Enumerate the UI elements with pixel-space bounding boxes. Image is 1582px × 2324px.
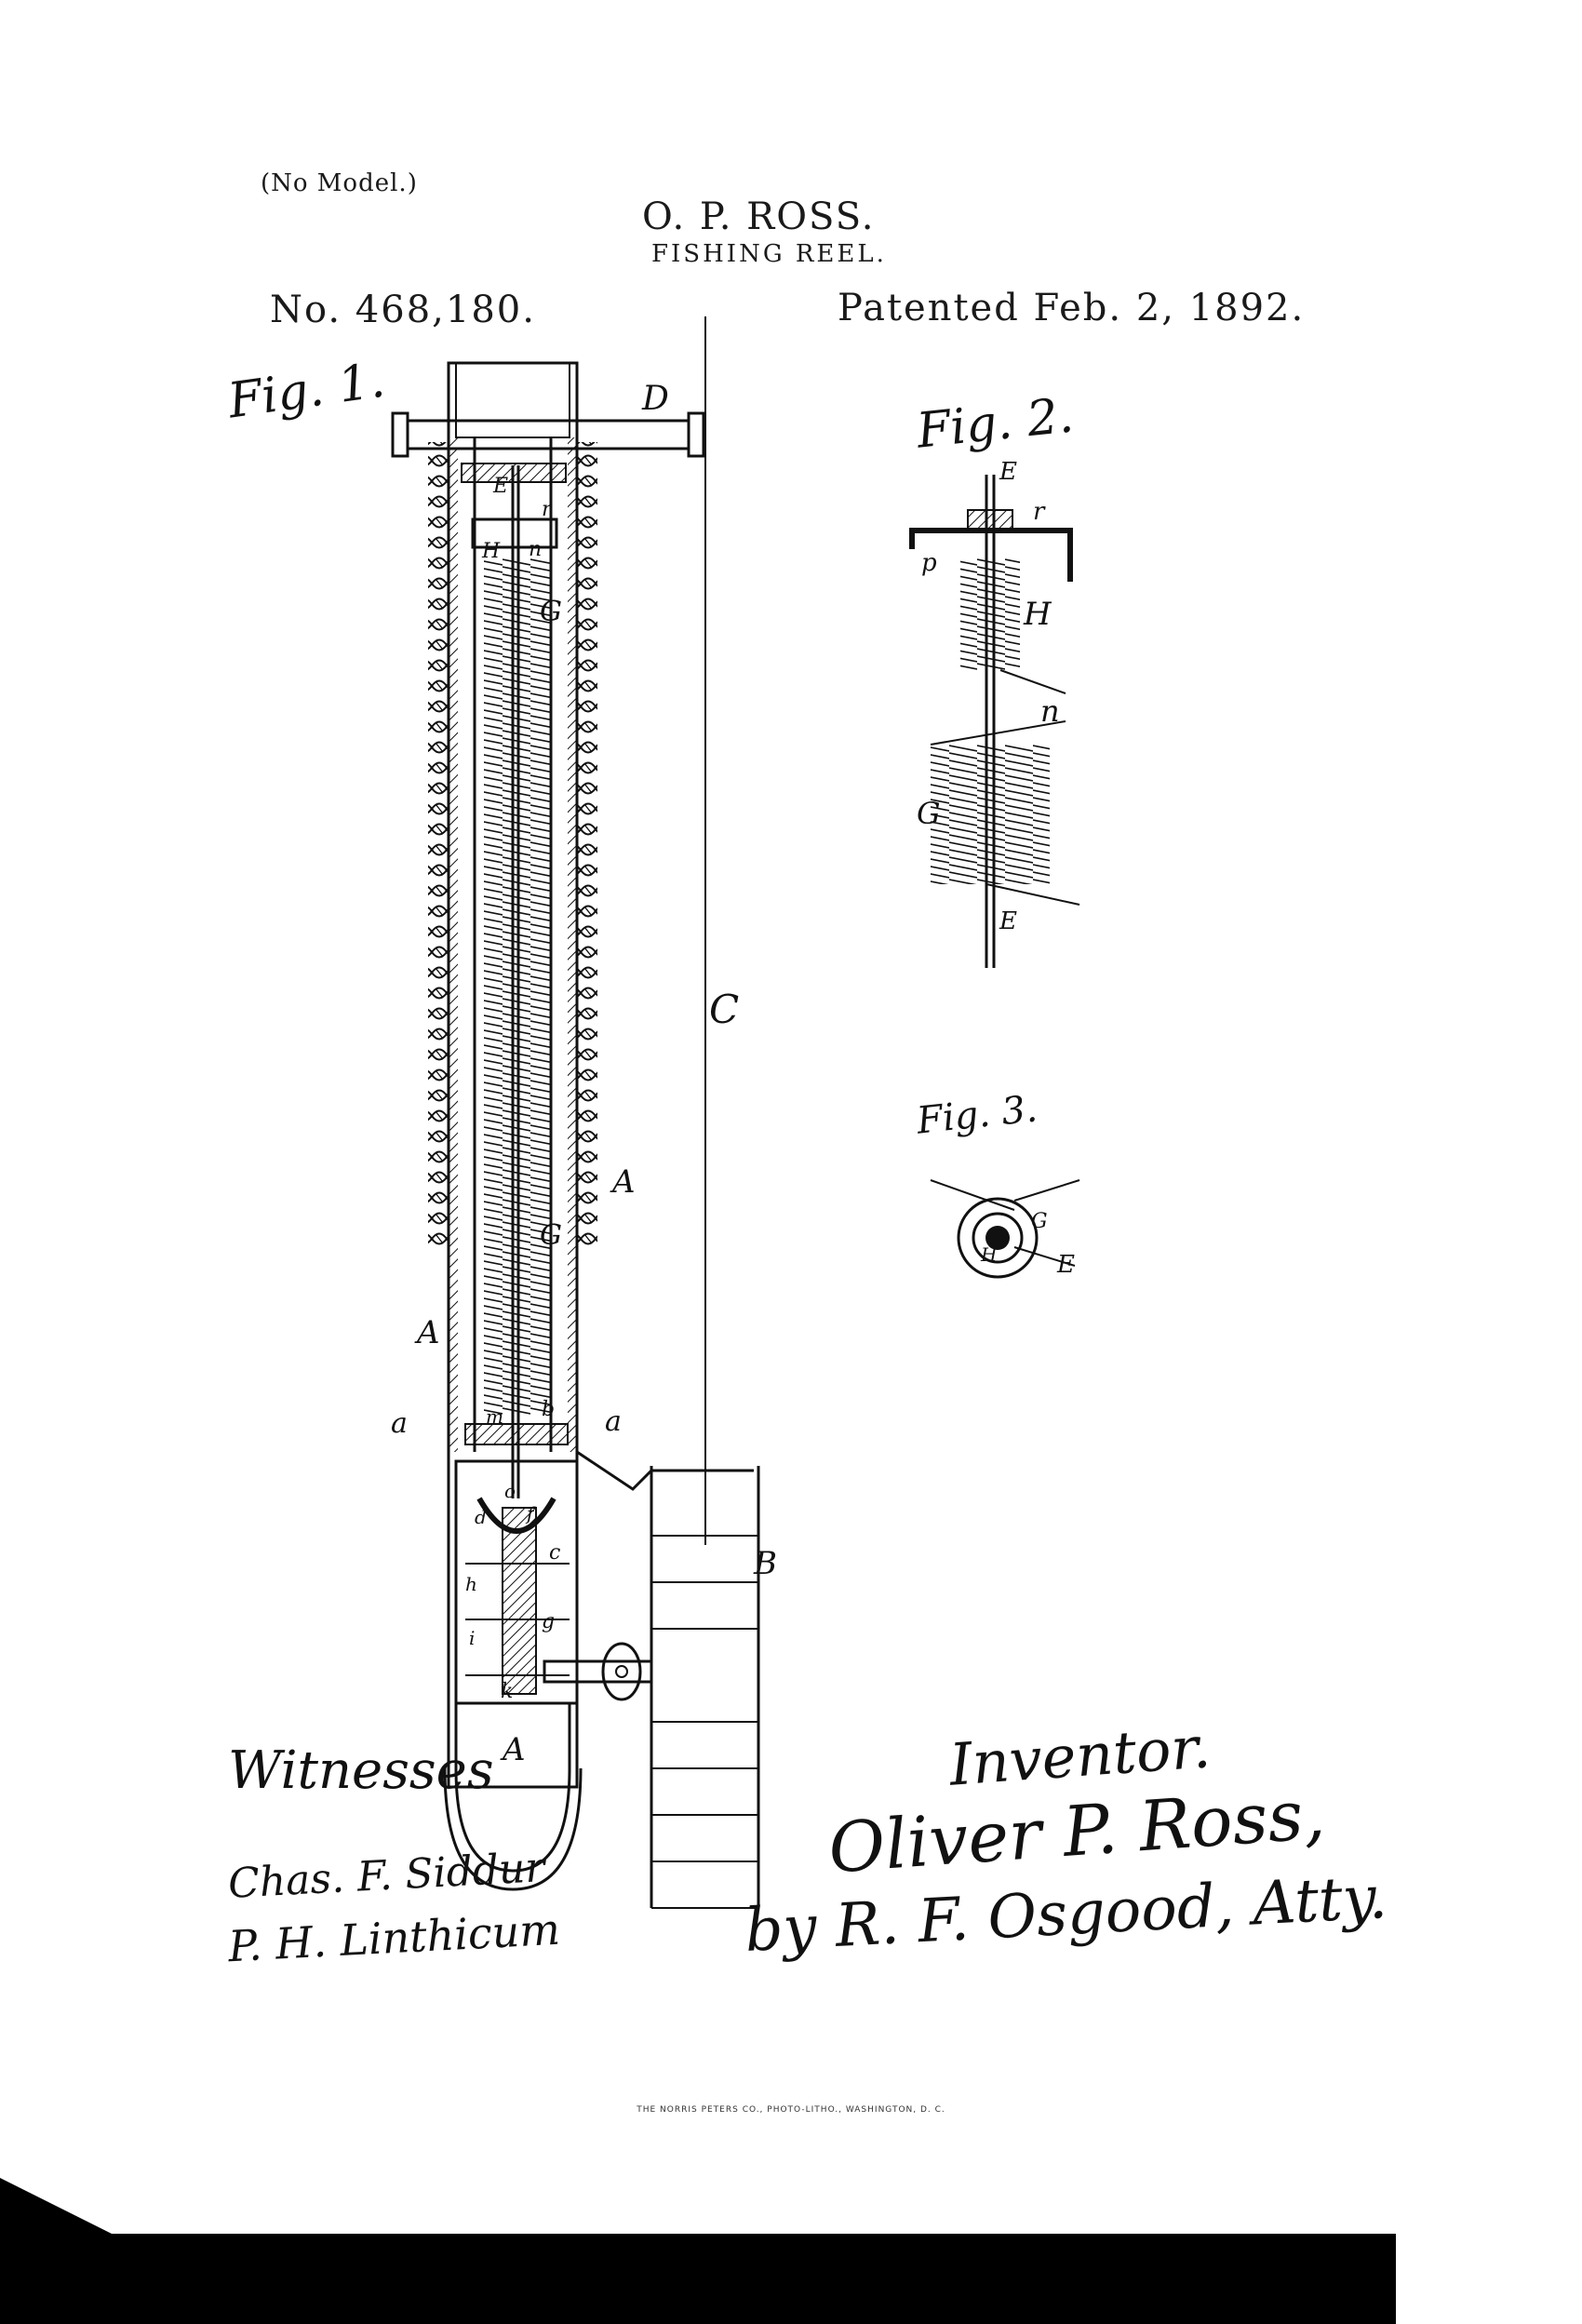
- ref-letter-a-right: A: [612, 1163, 636, 1201]
- ref-letter-c-line: C: [709, 987, 740, 1032]
- ref-letter-a-bottom: A: [503, 1731, 526, 1768]
- fig2-ref-e-bottom: E: [999, 907, 1017, 935]
- ref-letter-c-small: c: [549, 1541, 561, 1565]
- ref-letter-h-small: h: [465, 1573, 477, 1595]
- ref-letter-r: r: [542, 498, 552, 521]
- ref-letter-b-reel: B: [754, 1545, 777, 1582]
- patent-title: FISHING REEL.: [651, 240, 887, 268]
- fig2-ref-n: n: [1040, 693, 1060, 729]
- fig2-spring-h: [960, 558, 1020, 670]
- fig1-gear-train: [502, 1507, 537, 1695]
- patent-number: No. 468,180.: [270, 289, 536, 331]
- fig2-drawing: [909, 475, 1080, 968]
- ref-letter-m: m: [486, 1405, 503, 1428]
- ref-letter-o: o: [504, 1480, 516, 1502]
- fig2-ref-g: G: [917, 796, 941, 831]
- fig2-ref-r: r: [1033, 498, 1045, 526]
- fig1-right-grip: [577, 442, 597, 1252]
- fig1-left-grip: [428, 442, 449, 1252]
- scan-corner-shadow: [0, 2178, 112, 2234]
- fig2-ref-h: H: [1024, 596, 1052, 633]
- witnesses-heading: Witnesses: [228, 1740, 494, 1801]
- fig3-drawing: [930, 1179, 1080, 1279]
- fig2-ref-e-top: E: [999, 458, 1017, 486]
- fig1-reel-b: [650, 1466, 760, 1909]
- ref-letter-h: H: [482, 540, 501, 563]
- printer-credit: THE NORRIS PETERS CO., PHOTO-LITHO., WAS…: [637, 2105, 945, 2115]
- ref-letter-g-small: g: [542, 1610, 556, 1633]
- fig1-drawing: [391, 316, 760, 1909]
- fig2-ref-p: p: [921, 549, 937, 577]
- ref-letter-g-top: G: [540, 596, 562, 628]
- ref-letter-i: i: [469, 1627, 476, 1649]
- ref-letter-e: E: [493, 475, 509, 498]
- ref-letter-b-small: b: [542, 1398, 556, 1421]
- ref-letter-a-left: A: [417, 1314, 440, 1351]
- ref-letter-d-small: d: [475, 1506, 487, 1528]
- scan-bottom-bar: [0, 2234, 1396, 2324]
- ref-letter-a-small-left: a: [391, 1407, 408, 1440]
- fig3-ref-g: G: [1031, 1210, 1048, 1233]
- patent-date: Patented Feb. 2, 1892.: [838, 287, 1306, 329]
- no-model-label: (No Model.): [261, 169, 418, 197]
- fig2-spring-g: [931, 745, 1050, 884]
- ref-letter-a-small-right: a: [605, 1405, 622, 1438]
- fig3-ref-h: H: [981, 1243, 998, 1266]
- ref-letter-d: D: [642, 380, 669, 418]
- ref-letter-n: n: [529, 538, 543, 561]
- ref-letter-k: k: [501, 1680, 514, 1703]
- ref-letter-g-mid: G: [540, 1219, 562, 1252]
- ref-letter-f: f: [527, 1502, 534, 1525]
- fig3-ref-e: E: [1057, 1251, 1075, 1279]
- inventor-name: O. P. ROSS.: [642, 195, 876, 238]
